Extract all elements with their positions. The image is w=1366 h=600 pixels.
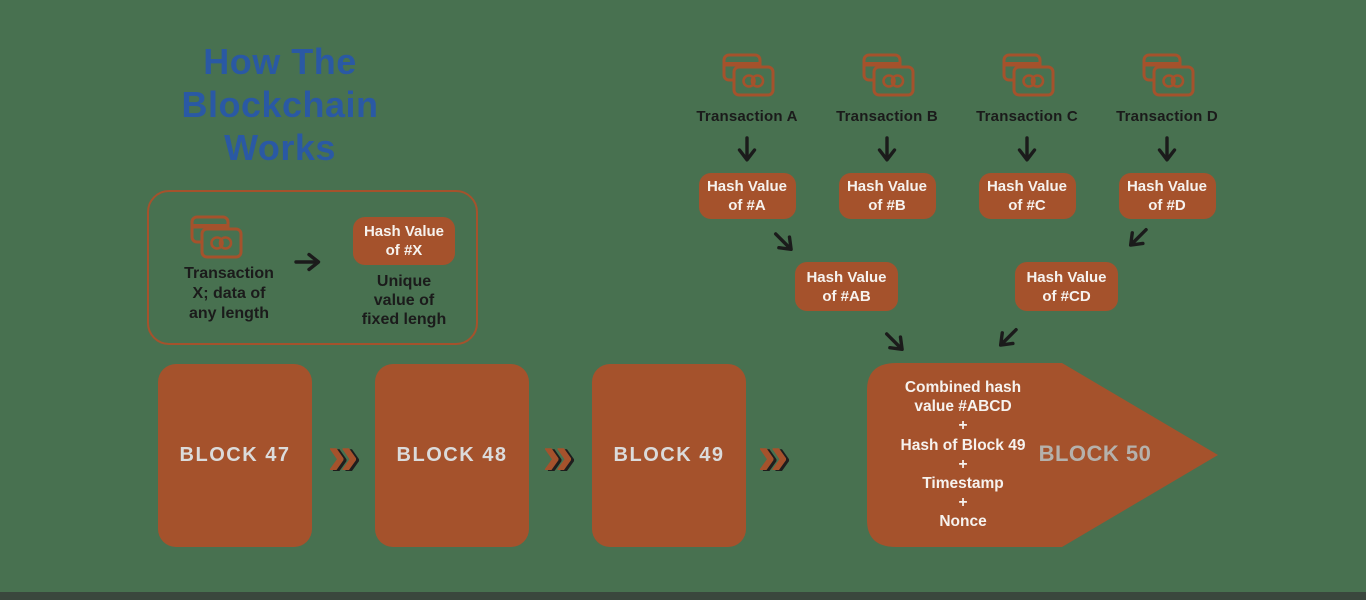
transaction-label: Transaction A [696, 108, 798, 125]
credit-cards-icon [1142, 53, 1195, 97]
credit-cards-icon [722, 53, 775, 97]
block-49: BLOCK 49 [592, 364, 746, 547]
credit-cards-icon [190, 215, 243, 259]
diagonal-arrow-cd-to-block50-icon [988, 320, 1030, 362]
diagonal-arrow-a-to-ab-icon [766, 220, 808, 262]
legend-box: Transaction X; data of any length Hash V… [147, 190, 478, 345]
down-arrow-icon [1017, 136, 1037, 162]
down-arrow-icon [877, 136, 897, 162]
transaction-label: Transaction C [976, 108, 1078, 125]
hash-value-ab-box: Hash Value of #AB [795, 262, 898, 311]
block-50-arrow-shape [867, 363, 1218, 547]
block-label: BLOCK 48 [396, 444, 508, 466]
hash-value-x-box: Hash Value of #X [353, 217, 455, 265]
block-50-contents: Combined hash value #ABCD + Hash of Bloc… [900, 379, 1026, 531]
credit-cards-icon [862, 53, 915, 97]
transaction-column-b: Transaction B Hash Value of #B [827, 52, 947, 219]
down-arrow-icon [1157, 136, 1177, 162]
hash-value-box: Hash Value of #C [978, 173, 1076, 219]
page-title: How The Blockchain Works [181, 41, 379, 168]
diagonal-arrow-ab-to-block50-icon [877, 320, 919, 362]
legend-transaction-text: Transaction X; data of any length [184, 265, 274, 322]
hash-value-box: Hash Value of #A [698, 173, 796, 219]
block-47: BLOCK 47 [158, 364, 312, 547]
hash-value-cd-box: Hash Value of #CD [1015, 262, 1118, 311]
hash-value-box: Hash Value of #B [838, 173, 936, 219]
transaction-column-a: Transaction A Hash Value of #A [687, 52, 807, 219]
hash-value-box: Hash Value of #D [1118, 173, 1216, 219]
transaction-label: Transaction B [836, 108, 938, 125]
block-50-label: BLOCK 50 [1038, 441, 1152, 466]
legend-caption: Unique value of fixed lengh [361, 273, 447, 328]
transaction-label: Transaction D [1116, 108, 1218, 125]
block-48: BLOCK 48 [375, 364, 529, 547]
down-arrow-icon [737, 136, 757, 162]
transaction-column-d: Transaction D Hash Value of #D [1107, 52, 1227, 219]
block-label: BLOCK 47 [179, 444, 291, 466]
double-chevron-icon: » [757, 423, 789, 486]
transaction-column-c: Transaction C Hash Value of #C [967, 52, 1087, 219]
double-chevron-icon: » [542, 423, 574, 486]
diagonal-arrow-d-to-cd-icon [1118, 220, 1160, 262]
bottom-edge-bar [0, 592, 1366, 600]
double-chevron-icon: » [327, 423, 359, 486]
credit-cards-icon [1002, 53, 1055, 97]
block-label: BLOCK 49 [613, 444, 725, 466]
right-arrow-icon [294, 252, 321, 272]
